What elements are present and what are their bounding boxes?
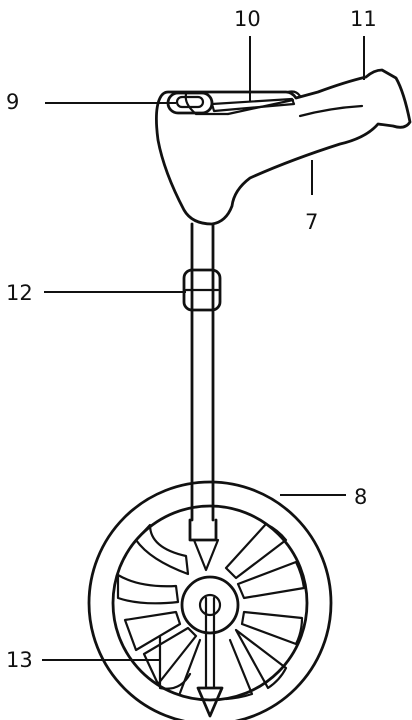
callout-9: 9 bbox=[6, 90, 20, 114]
grip-contour bbox=[298, 104, 364, 118]
callout-13: 13 bbox=[6, 648, 33, 672]
stand-foot bbox=[158, 634, 192, 690]
callout-11: 11 bbox=[350, 7, 377, 31]
callout-7: 7 bbox=[305, 210, 319, 234]
callout-12: 12 bbox=[6, 281, 33, 305]
shaft bbox=[190, 222, 215, 522]
wheel-spokes bbox=[116, 522, 306, 701]
wheel bbox=[87, 480, 333, 720]
callout-8: 8 bbox=[354, 485, 368, 509]
callout-10: 10 bbox=[234, 7, 261, 31]
wheel-pointer bbox=[196, 596, 224, 718]
leader-lines bbox=[42, 36, 365, 661]
shaft-lock bbox=[182, 268, 222, 312]
reset-lever bbox=[210, 97, 296, 113]
